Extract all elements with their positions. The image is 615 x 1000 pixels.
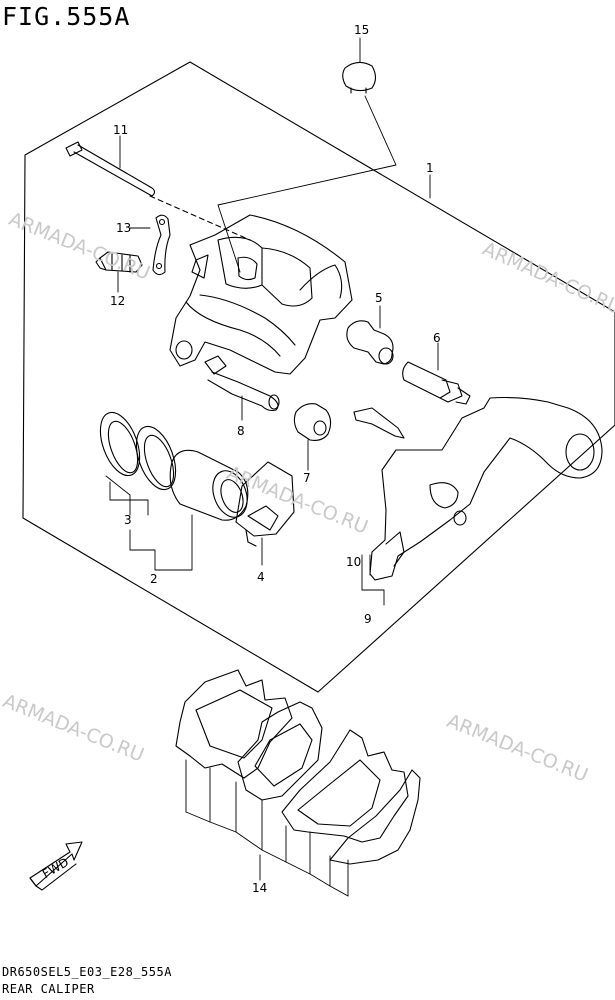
part-rubber-bush — [293, 403, 332, 441]
callout-labels: 15 1 11 13 12 5 6 8 7 3 2 4 10 9 14 FWD — [40, 23, 441, 895]
callout-10: 10 — [346, 555, 361, 569]
part-caliper-body — [169, 214, 353, 375]
fwd-arrow-icon — [29, 841, 83, 891]
callout-15: 15 — [354, 23, 369, 37]
callout-2: 2 — [150, 572, 158, 586]
part-sleeve-bolt — [204, 355, 280, 412]
part-pad-spring — [235, 461, 295, 547]
callout-12: 12 — [110, 294, 125, 308]
part-pin — [65, 141, 251, 241]
figure-title: FIG.555A — [2, 2, 131, 31]
part-cap — [342, 61, 377, 94]
callout-7: 7 — [303, 471, 311, 485]
callout-8: 8 — [237, 424, 245, 438]
callout-4: 4 — [257, 570, 265, 584]
callout-1: 1 — [426, 161, 434, 175]
callout-13: 13 — [116, 221, 131, 235]
footer-caption: REAR CALIPER — [2, 982, 95, 996]
callout-11: 11 — [113, 123, 128, 137]
callout-5: 5 — [375, 291, 383, 305]
part-bracket — [353, 396, 603, 581]
leader-lines — [105, 37, 439, 897]
part-bleeder — [95, 251, 143, 273]
part-slide-pin — [402, 361, 471, 405]
footer-code: DR650SEL5_E03_E28_555A — [2, 965, 172, 979]
assembly-frame — [22, 61, 615, 693]
part-piston-seals — [99, 411, 249, 521]
callout-9: 9 — [364, 612, 372, 626]
callout-6: 6 — [433, 331, 441, 345]
part-dust-boot — [346, 320, 394, 365]
part-brake-pads — [175, 669, 421, 865]
callout-3: 3 — [124, 513, 132, 527]
part-clip — [152, 214, 171, 276]
callout-14: 14 — [252, 881, 267, 895]
